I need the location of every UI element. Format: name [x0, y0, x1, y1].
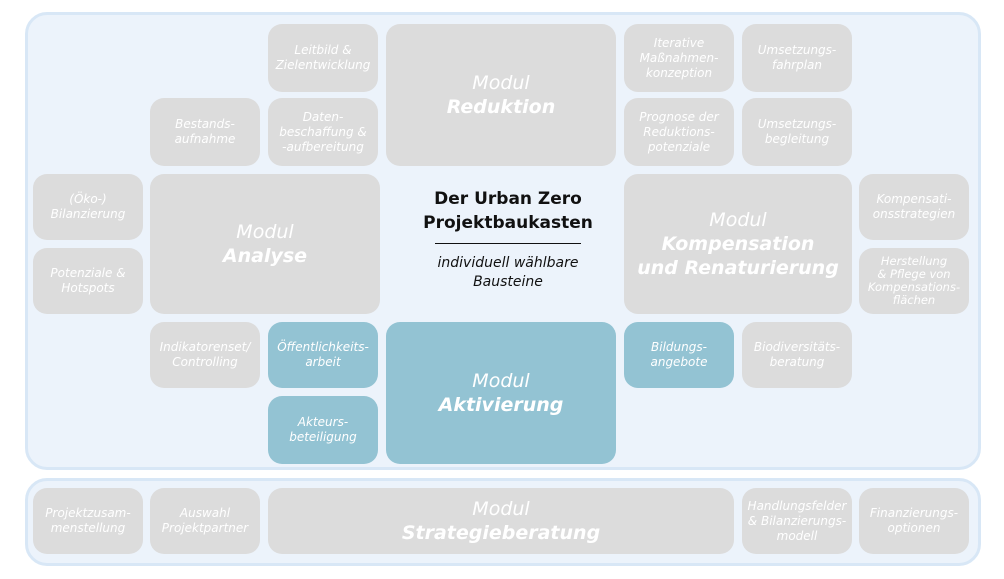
module-name: Analyse	[222, 245, 308, 267]
module-prefix: Modul	[236, 221, 294, 243]
tile-umsetzungsfahrplan: Umsetzungs- fahrplan	[742, 24, 852, 92]
module-kompensation: Modul Kompensation und Renaturierung	[624, 174, 852, 314]
tile-bildungsangebote: Bildungs- angebote	[624, 322, 734, 388]
tile-datenbeschaffung: Daten- beschaffung & -aufbereitung	[268, 98, 378, 166]
module-reduktion: Modul Reduktion	[386, 24, 616, 166]
tile-oeko-bilanzierung: (Öko-) Bilanzierung	[33, 174, 143, 240]
tile-umsetzungsbegleitung: Umsetzungs- begleitung	[742, 98, 852, 166]
center-title: Der Urban Zero Projektbaukasten	[423, 189, 593, 233]
module-prefix: Modul	[472, 370, 530, 392]
module-name: Strategieberatung	[401, 522, 601, 544]
tile-handlungsfelder: Handlungsfelder & Bilanzierungs- modell	[742, 488, 852, 554]
tile-indikatorenset: Indikatorenset/ Controlling	[150, 322, 260, 388]
module-strategieberatung: Modul Strategieberatung	[268, 488, 734, 554]
tile-herstellung: Herstellung & Pflege von Kompensations- …	[859, 248, 969, 314]
module-prefix: Modul	[472, 72, 530, 94]
tile-finanzierungsoptionen: Finanzierungs- optionen	[859, 488, 969, 554]
module-aktivierung: Modul Aktivierung	[386, 322, 616, 464]
tile-biodiversitaetsberatung: Biodiversitäts- beratung	[742, 322, 852, 388]
center-title-block: Der Urban Zero Projektbaukasten individu…	[393, 175, 623, 315]
tile-iterative: Iterative Maßnahmen- konzeption	[624, 24, 734, 92]
center-divider	[435, 243, 581, 244]
tile-prognose: Prognose der Reduktions- potenziale	[624, 98, 734, 166]
module-name: Aktivierung	[438, 394, 564, 416]
tile-leitbild: Leitbild & Zielentwicklung	[268, 24, 378, 92]
module-name: Kompensation und Renaturierung	[637, 233, 839, 279]
module-analyse: Modul Analyse	[150, 174, 380, 314]
center-subtitle: individuell wählbare Bausteine	[437, 255, 579, 290]
tile-projektzusammenstellung: Projektzusam- menstellung	[33, 488, 143, 554]
tile-akteursbeteiligung: Akteurs- beteiligung	[268, 396, 378, 464]
module-prefix: Modul	[709, 209, 767, 231]
module-prefix: Modul	[472, 498, 530, 520]
tile-kompensationsstrategien: Kompensati- onsstrategien	[859, 174, 969, 240]
tile-bestandsaufnahme: Bestands- aufnahme	[150, 98, 260, 166]
tile-oeffentlichkeitsarbeit: Öffentlichkeits- arbeit	[268, 322, 378, 388]
tile-auswahl-projektpartner: Auswahl Projektpartner	[150, 488, 260, 554]
module-name: Reduktion	[446, 96, 556, 118]
tile-potenziale: Potenziale & Hotspots	[33, 248, 143, 314]
